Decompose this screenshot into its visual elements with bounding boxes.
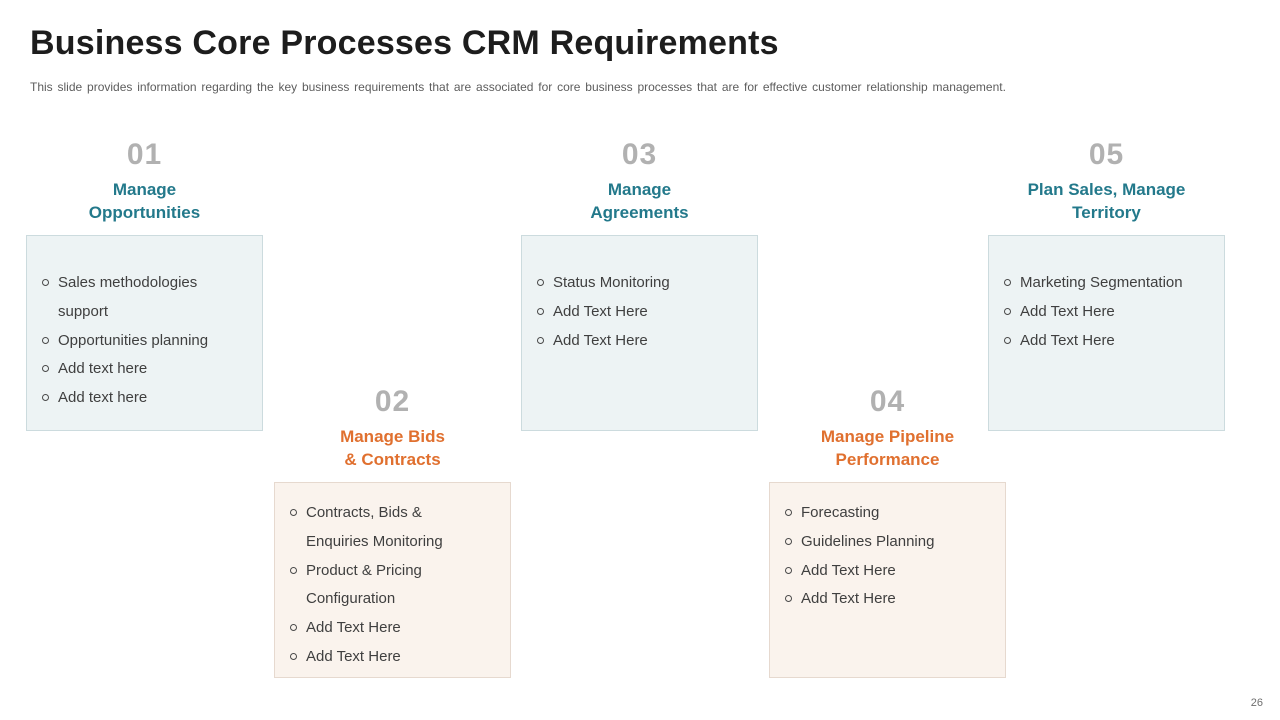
bullet-circle-icon: [290, 509, 297, 516]
list-item-text: Sales methodologies support: [58, 274, 198, 320]
process-column: 02 Manage Bids & Contracts Contracts, Bi…: [274, 387, 511, 678]
list-item-text: Add text here: [58, 389, 148, 407]
bullet-circle-icon: [42, 394, 49, 402]
step-number: 05: [1088, 138, 1125, 171]
list-item: Opportunities planning: [27, 327, 254, 356]
bullet-circle-icon: [785, 509, 792, 516]
list-item: Status Monitoring: [522, 269, 749, 298]
bullet-circle-icon: [785, 537, 792, 545]
step-heading: Manage Agreements: [590, 180, 689, 222]
list-item-text: Add text here: [58, 360, 148, 378]
bullet-circle-icon: [537, 307, 544, 315]
bullet-circle-icon: [1004, 336, 1011, 344]
list-item-text: Add Text Here: [801, 561, 896, 579]
page-number: 26: [1250, 697, 1263, 709]
step-number: 04: [869, 385, 906, 418]
list-item-text: Product & Pricing Configuration: [306, 561, 422, 608]
list-item: Add text here: [27, 384, 254, 413]
bullet-circle-icon: [290, 652, 297, 660]
list-item: Product & Pricing Configuration: [275, 557, 502, 615]
step-number: 03: [621, 138, 658, 171]
list-item-text: Contracts, Bids & Enquiries Monitoring: [306, 504, 443, 550]
list-item-text: Add Text Here: [306, 647, 401, 665]
list-item: Marketing Segmentation: [989, 269, 1216, 298]
list-item: Add Text Here: [770, 557, 997, 586]
list-item-text: Add Text Here: [1020, 302, 1115, 320]
step-heading: Plan Sales, Manage Territory: [1027, 180, 1186, 222]
list-item: Guidelines Planning: [770, 528, 997, 557]
list-item-text: Add Text Here: [553, 302, 648, 320]
list-item-text: Marketing Segmentation: [1020, 274, 1183, 291]
process-column: 01 Manage Opportunities Sales methodolog…: [26, 140, 263, 431]
step-heading: Manage Bids & Contracts: [340, 427, 445, 469]
list-item-text: Forecasting: [801, 504, 880, 521]
list-item-text: Guidelines Planning: [801, 532, 935, 550]
bullet-circle-icon: [290, 624, 297, 632]
list-item: Contracts, Bids & Enquiries Monitoring: [275, 499, 502, 557]
bullet-circle-icon: [537, 336, 544, 344]
list-item: Add Text Here: [275, 643, 502, 672]
list-item-text: Add Text Here: [801, 590, 896, 608]
process-column: 04 Manage Pipeline Performance Forecasti…: [769, 387, 1006, 678]
bullet-circle-icon: [537, 279, 544, 286]
bullet-circle-icon: [290, 566, 297, 574]
step-number: 01: [126, 138, 163, 171]
bullet-circle-icon: [42, 336, 49, 344]
page-title: Business Core Processes CRM Requirements: [30, 24, 779, 62]
list-item: Forecasting: [770, 499, 997, 528]
bullet-circle-icon: [785, 595, 792, 603]
bullet-circle-icon: [1004, 307, 1011, 315]
list-item-text: Add Text Here: [306, 619, 401, 637]
step-number: 02: [374, 385, 411, 418]
list-item: Sales methodologies support: [27, 269, 254, 327]
bullet-circle-icon: [42, 279, 49, 286]
list-item: Add Text Here: [275, 614, 502, 643]
list-item: Add Text Here: [989, 327, 1216, 356]
list-item: Add Text Here: [989, 298, 1216, 327]
list-item: Add Text Here: [770, 585, 997, 614]
list-item-text: Status Monitoring: [553, 274, 670, 291]
list-item-text: Opportunities planning: [58, 331, 209, 349]
list-item: Add text here: [27, 355, 254, 384]
slide-subtitle: This slide provides information regardin…: [30, 80, 1006, 94]
list-item: Add Text Here: [522, 298, 749, 327]
bullet-circle-icon: [42, 365, 49, 373]
list-item-text: Add Text Here: [553, 331, 648, 349]
bullet-circle-icon: [785, 566, 792, 574]
list-item: Add Text Here: [522, 327, 749, 356]
list-item-text: Add Text Here: [1020, 331, 1115, 349]
step-heading: Manage Pipeline Performance: [820, 427, 955, 469]
step-heading: Manage Opportunities: [88, 180, 201, 222]
process-column: 05 Plan Sales, Manage Territory Marketin…: [988, 140, 1225, 431]
bullet-circle-icon: [1004, 279, 1011, 286]
